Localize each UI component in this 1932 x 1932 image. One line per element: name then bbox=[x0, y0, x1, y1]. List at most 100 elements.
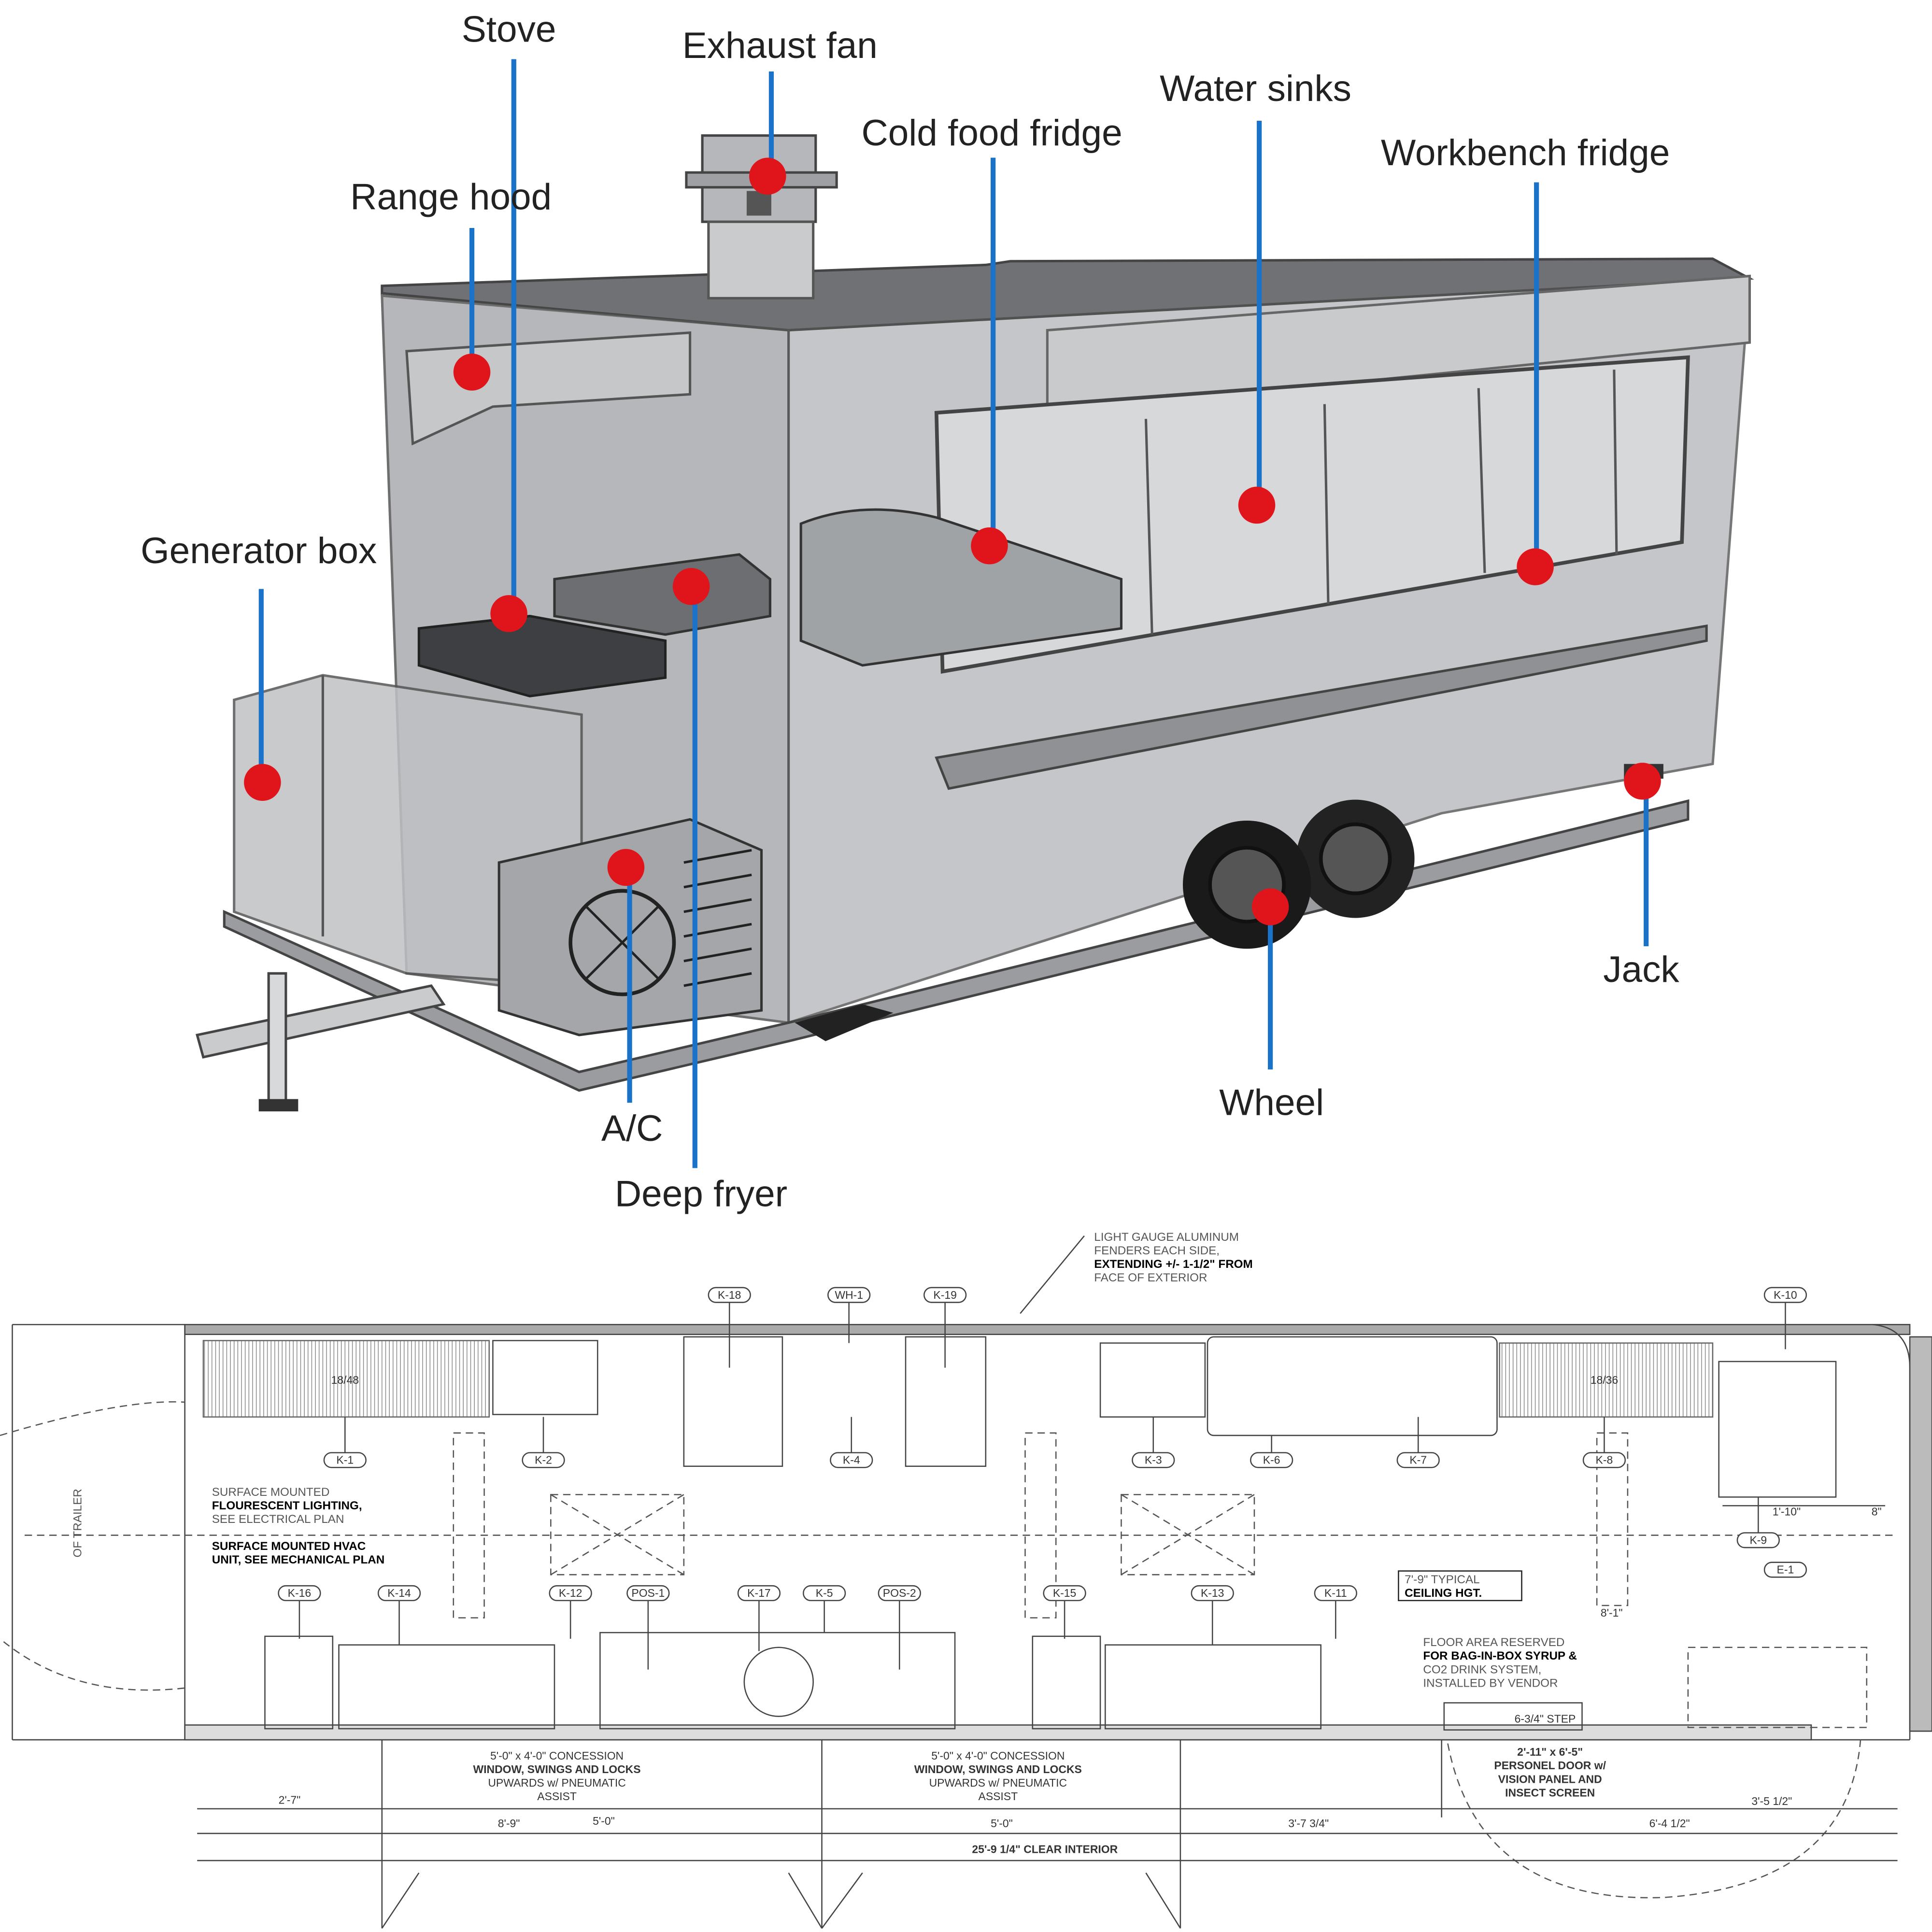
fenders-note-2: FENDERS EACH SIDE, bbox=[1094, 1244, 1220, 1257]
hvac-note-2: UNIT, SEE MECHANICAL PLAN bbox=[212, 1553, 384, 1566]
equipment-tag-k12: K-12 bbox=[549, 1585, 592, 1639]
equipment-tag-label: K-4 bbox=[843, 1454, 860, 1466]
exhaust-fan-label: Exhaust fan bbox=[682, 25, 878, 66]
callout-generator-box: Generator box bbox=[141, 530, 377, 801]
window1-note-2: WINDOW, SWINGS AND LOCKS bbox=[473, 1763, 641, 1776]
equipment-tag-label: POS-2 bbox=[883, 1587, 916, 1599]
equipment-tag-label: E-1 bbox=[1777, 1563, 1794, 1576]
equipment-tag-k7: K-7 bbox=[1396, 1417, 1440, 1468]
dim-3-5: 3'-5 1/2" bbox=[1751, 1795, 1792, 1807]
window1-note-3: UPWARDS w/ PNEUMATIC bbox=[488, 1776, 625, 1789]
dim-6-4: 6'-4 1/2" bbox=[1649, 1817, 1690, 1830]
equipment-tag-label: K-15 bbox=[1053, 1587, 1076, 1599]
callout-exhaust-fan: Exhaust fan bbox=[682, 25, 878, 195]
window2-note-1: 5'-0" x 4'-0" CONCESSION bbox=[931, 1749, 1065, 1762]
dim-5-0-b: 5'-0" bbox=[991, 1817, 1013, 1830]
dim-2-7: 2'-7" bbox=[279, 1794, 301, 1806]
equipment-tag-k14: K-14 bbox=[377, 1585, 421, 1645]
callout-jack: Jack bbox=[1603, 763, 1679, 990]
equipment-tag-k11: K-11 bbox=[1314, 1585, 1357, 1639]
equipment-tag-label: K-9 bbox=[1749, 1534, 1767, 1546]
equipment-tag-k6: K-6 bbox=[1250, 1435, 1293, 1468]
trailer-hitch bbox=[195, 972, 446, 1112]
ac-marker bbox=[607, 849, 645, 886]
fryer-unit bbox=[553, 553, 771, 636]
stove-label: Stove bbox=[462, 9, 556, 50]
fenders-note-4: FACE OF EXTERIOR bbox=[1094, 1271, 1207, 1284]
hood-label-right: 18/36 bbox=[1591, 1374, 1618, 1386]
equipment-tag-label: K-3 bbox=[1145, 1454, 1162, 1466]
equipment-tag-label: POS-1 bbox=[631, 1587, 665, 1599]
equipment-tag-label: K-6 bbox=[1263, 1454, 1280, 1466]
dim-3-7: 3'-7 3/4" bbox=[1288, 1817, 1329, 1830]
window1-note-1: 5'-0" x 4'-0" CONCESSION bbox=[490, 1749, 624, 1762]
ceiling-note-2: CEILING HGT. bbox=[1405, 1587, 1482, 1600]
range-hood-marker bbox=[453, 354, 491, 391]
dim-1-10: 1'-10" bbox=[1773, 1506, 1801, 1518]
equipment-tag-label: K-11 bbox=[1324, 1587, 1347, 1599]
equipment-tag-label: K-10 bbox=[1774, 1289, 1797, 1301]
dim-8-1: 8'-1" bbox=[1601, 1606, 1623, 1619]
water-sinks-label: Water sinks bbox=[1160, 68, 1351, 109]
fenders-note-1: LIGHT GAUGE ALUMINUM bbox=[1094, 1231, 1239, 1244]
window2-note-4: ASSIST bbox=[979, 1790, 1018, 1803]
equipment-tag-k1: K-1 bbox=[323, 1417, 367, 1468]
range-hood-label: Range hood bbox=[350, 177, 552, 218]
equipment-tag-k18: K-18 bbox=[708, 1287, 751, 1368]
workbench-fridge-label: Workbench fridge bbox=[1381, 132, 1670, 173]
trailer-floor bbox=[223, 799, 1690, 1092]
cold-food-fridge-label: Cold food fridge bbox=[861, 113, 1122, 154]
equipment-tag-label: K-19 bbox=[933, 1289, 956, 1301]
wheel-marker bbox=[1251, 888, 1289, 925]
lighting-note-3: SEE ELECTRICAL PLAN bbox=[212, 1513, 344, 1526]
equipment-tag-k15: K-15 bbox=[1043, 1585, 1086, 1639]
equipment-tag-label: K-18 bbox=[718, 1289, 741, 1301]
water-sinks-marker bbox=[1238, 486, 1276, 524]
callout-cold-food-fridge: Cold food fridge bbox=[861, 113, 1122, 565]
callout-ac: A/C bbox=[601, 849, 663, 1149]
fenders-note-3: EXTENDING +/- 1-1/2" FROM bbox=[1094, 1258, 1252, 1271]
trailer-3d-illustration bbox=[195, 134, 1754, 1112]
equipment-tag-label: K-14 bbox=[387, 1587, 411, 1599]
lighting-note-2: FLOURESCENT LIGHTING, bbox=[212, 1499, 362, 1512]
equipment-tag-k2: K-2 bbox=[522, 1417, 565, 1468]
cold-food-display bbox=[799, 508, 1122, 667]
door-note-4: INSECT SCREEN bbox=[1505, 1786, 1595, 1799]
equipment-tag-k8: K-8 bbox=[1582, 1417, 1626, 1468]
window1-note-4: ASSIST bbox=[537, 1790, 577, 1803]
deep-fryer-marker bbox=[672, 568, 710, 605]
workbench-fridge-marker bbox=[1517, 548, 1554, 585]
generator-box-label: Generator box bbox=[141, 530, 377, 571]
centerline-label: OF TRAILER bbox=[71, 1489, 84, 1557]
equipment-tag-k16: K-16 bbox=[278, 1585, 321, 1639]
equipment-tag-k3: K-3 bbox=[1132, 1417, 1175, 1468]
equipment-tag-k5: K-5 bbox=[802, 1585, 846, 1633]
window2-note-3: UPWARDS w/ PNEUMATIC bbox=[929, 1776, 1067, 1789]
door-note-1: 2'-11" x 6'-5" bbox=[1517, 1746, 1583, 1758]
wheel-label: Wheel bbox=[1219, 1082, 1324, 1123]
equipment-tag-label: K-7 bbox=[1409, 1454, 1427, 1466]
equipment-tag-e1: E-1 bbox=[1763, 1562, 1807, 1578]
step-note: 6-3/4" STEP bbox=[1515, 1712, 1576, 1725]
stove-unit bbox=[417, 614, 667, 697]
callout-stove: Stove bbox=[462, 9, 556, 632]
dim-5-0-a: 5'-0" bbox=[593, 1815, 615, 1827]
floor-area-note-3: CO2 DRINK SYSTEM, bbox=[1423, 1663, 1541, 1676]
cold-food-fridge-marker bbox=[971, 527, 1008, 565]
stove-marker bbox=[490, 595, 527, 632]
callout-water-sinks: Water sinks bbox=[1160, 68, 1351, 524]
lighting-note-1: SURFACE MOUNTED bbox=[212, 1486, 330, 1499]
equipment-tag-k4: K-4 bbox=[830, 1417, 873, 1468]
equipment-tag-pos1: POS-1 bbox=[626, 1585, 670, 1670]
floor-area-note-2: FOR BAG-IN-BOX SYRUP & bbox=[1423, 1649, 1577, 1662]
ceiling-note-1: 7'-9" TYPICAL bbox=[1405, 1573, 1479, 1586]
serving-counter bbox=[935, 624, 1708, 790]
equipment-tag-label: K-13 bbox=[1201, 1587, 1224, 1599]
callout-deep-fryer: Deep fryer bbox=[615, 568, 787, 1214]
equipment-tag-label: K-8 bbox=[1596, 1454, 1613, 1466]
hood-label-left: 18/48 bbox=[331, 1374, 359, 1386]
callout-range-hood: Range hood bbox=[350, 177, 552, 391]
equipment-tag-wh1: WH-1 bbox=[827, 1287, 871, 1343]
equipment-tag-label: K-1 bbox=[336, 1454, 354, 1466]
